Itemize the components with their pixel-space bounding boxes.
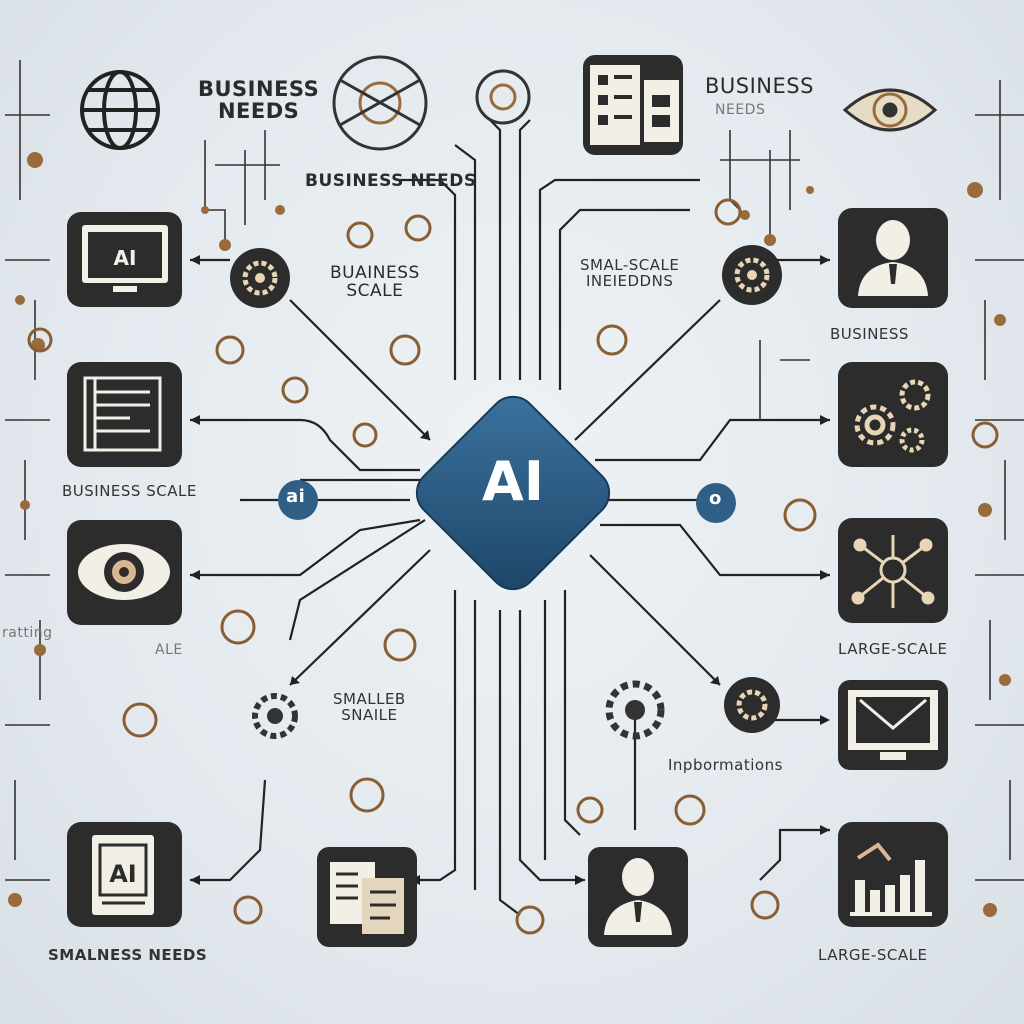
ai-hub (415, 395, 611, 591)
label-ale-left: ALE (155, 642, 183, 658)
left-tiles: AI AI (67, 212, 182, 927)
bar-chart-icon (850, 860, 932, 916)
right-badge-glyph: o (709, 488, 722, 509)
gears-icon (854, 379, 931, 453)
left-circuitry (5, 60, 280, 881)
right-small-badge[interactable] (696, 483, 736, 523)
svg-text:AI: AI (109, 860, 137, 888)
gear-badge-right[interactable] (722, 245, 782, 305)
label-large-scale-right: LARGE-SCALE (838, 640, 948, 658)
label-smaller-scale: SMALLEB SNAILE (333, 690, 406, 724)
label-business-needs-top: BUSINESS NEEDS (198, 77, 320, 124)
right-tiles (838, 208, 948, 927)
label-smalness-needs: SMALNESS NEEDS (48, 946, 208, 964)
gear-badge-left[interactable] (230, 248, 290, 308)
scattered-gears (27, 198, 999, 935)
left-dots (8, 152, 285, 907)
gear-badge-bottom-right[interactable] (724, 677, 780, 733)
top-tiles (317, 55, 688, 947)
mail-icon (848, 690, 938, 760)
svg-text:AI: AI (114, 246, 137, 270)
label-business-needs-mid: BUSINESS NEEDS (305, 171, 477, 191)
left-small-badge[interactable] (278, 480, 318, 520)
vision-eye-icon (842, 88, 938, 132)
label-business-scale-left: BUAINESS SCALE (330, 263, 420, 301)
arrowheads (190, 255, 830, 885)
document-icon (83, 376, 162, 452)
gear-outline-icon (605, 680, 665, 740)
label-informations-right: Inpbormations (668, 756, 783, 774)
eye-icon (78, 544, 170, 600)
globe-icon (80, 70, 160, 150)
gears-tile[interactable] (838, 362, 948, 467)
hub-label: AI (482, 450, 544, 513)
gear-badge-bottom-left[interactable] (252, 693, 298, 739)
label-large-scale-bottom: LARGE-SCALE (818, 946, 928, 964)
label-business-top-right-sub: NEEDS (715, 102, 766, 118)
target-icon (475, 69, 531, 125)
network-icon (851, 535, 935, 608)
label-business-top-right: BUSINESS (705, 74, 814, 98)
label-business-right: BUSINESS (830, 325, 909, 343)
label-small-scale-right: SMAL-SCALE INEIEDDNS (580, 256, 680, 290)
label-ratting-left: ratting (2, 625, 53, 641)
label-business-scale-low-left: BUSINESS SCALE (62, 482, 197, 500)
left-badge-glyph: ai (286, 486, 306, 507)
hub-connectors (190, 119, 830, 916)
right-dots (740, 182, 1011, 917)
compass-icon (332, 55, 428, 151)
papers-icon (330, 862, 404, 934)
